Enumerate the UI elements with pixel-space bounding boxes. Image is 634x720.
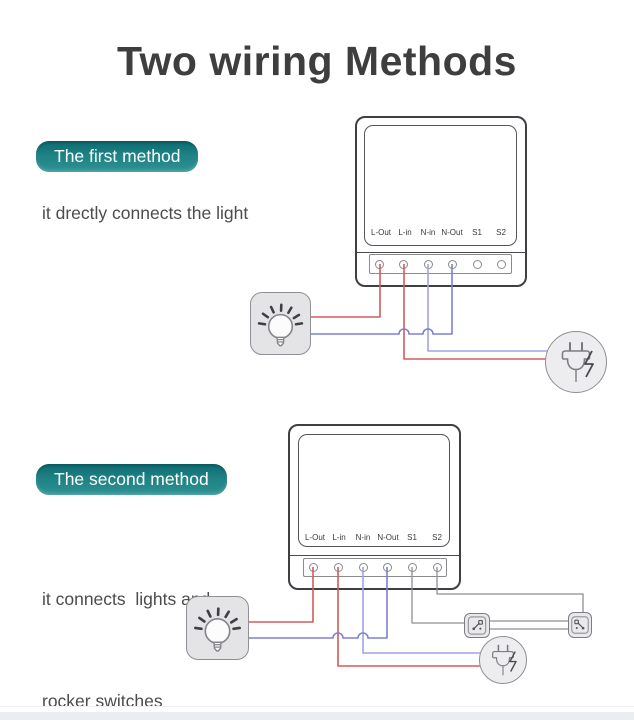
terminal-hole (382, 562, 392, 572)
rocker-switch-glyph (571, 616, 589, 634)
power-plug-icon (545, 331, 607, 393)
terminal-hole (447, 259, 457, 269)
terminal-label: N-Out (377, 533, 399, 542)
power-plug-glyph (492, 644, 517, 676)
terminal-hole (496, 259, 506, 269)
method2-badge: The second method (36, 464, 227, 495)
footer-band (0, 712, 634, 720)
light-bulb-icon (250, 292, 311, 355)
device2-terminal-strip (303, 558, 447, 577)
terminal-label: S2 (432, 533, 442, 542)
rocker-switch-icon (568, 612, 592, 638)
terminal-hole (407, 562, 417, 572)
terminal-label: L-in (398, 228, 412, 237)
device1-divider (357, 252, 525, 253)
power-plug-icon (479, 636, 527, 684)
device2-panel (298, 434, 450, 547)
rocker-switch-glyph (467, 616, 487, 635)
terminal-label: N-in (420, 228, 436, 237)
terminal-label: N-in (355, 533, 371, 542)
terminal-hole (358, 562, 368, 572)
terminal-label: S1 (472, 228, 482, 237)
device1-terminal-strip (369, 254, 512, 274)
terminal-hole (308, 562, 318, 572)
terminal-label: L-Out (370, 228, 392, 237)
terminal-hole (333, 562, 343, 572)
terminal-hole (432, 562, 442, 572)
power-plug-glyph (561, 342, 594, 382)
terminal-label: N-Out (441, 228, 463, 237)
device1-panel (364, 125, 517, 246)
switch-module-device-1: L-Out L-in N-in N-Out S1 S2 (355, 116, 527, 287)
page-title: Two wiring Methods (117, 38, 517, 84)
terminal-label: S1 (407, 533, 417, 542)
terminal-hole (472, 259, 482, 269)
footer-divider (0, 706, 634, 707)
terminal-hole (423, 259, 433, 269)
light-bulb-glyph (194, 607, 241, 652)
terminal-label: L-Out (304, 533, 326, 542)
terminal-label: L-in (332, 533, 346, 542)
light-bulb-icon (186, 596, 249, 660)
method1-badge: The first method (36, 141, 199, 172)
method1-description: it drectly connects the light (42, 203, 249, 223)
terminal-hole (398, 259, 408, 269)
device2-divider (290, 555, 459, 556)
rocker-switch-icon (464, 613, 490, 638)
switch-module-device-2: L-Out L-in N-in N-Out S1 S2 (288, 424, 461, 590)
light-bulb-glyph (257, 303, 304, 347)
terminal-hole (374, 259, 384, 269)
terminal-label: S2 (496, 228, 506, 237)
